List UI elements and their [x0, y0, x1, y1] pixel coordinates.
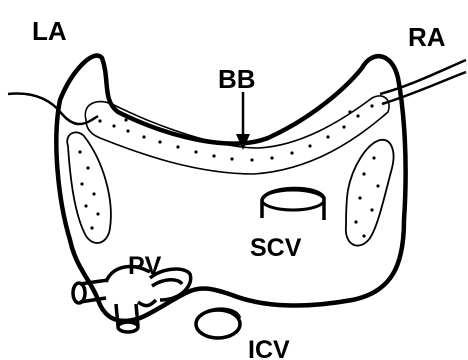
label-icv: ICV [248, 336, 290, 360]
inferior-caval-vein [196, 309, 240, 338]
atria-outline [56, 56, 405, 321]
label-la: LA [32, 16, 67, 46]
left-pectinate-dots [78, 150, 99, 229]
right-pectinate-region [346, 140, 394, 246]
left-pectinate-region [67, 132, 111, 243]
label-scv: SCV [250, 234, 302, 262]
superior-caval-vein-orifice [262, 188, 324, 220]
label-pv: PV [128, 252, 162, 280]
label-bb: BB [218, 64, 256, 94]
left-epicardial-line [8, 94, 98, 125]
right-epicardial-line-2 [382, 72, 466, 104]
label-ra: RA [408, 22, 446, 52]
